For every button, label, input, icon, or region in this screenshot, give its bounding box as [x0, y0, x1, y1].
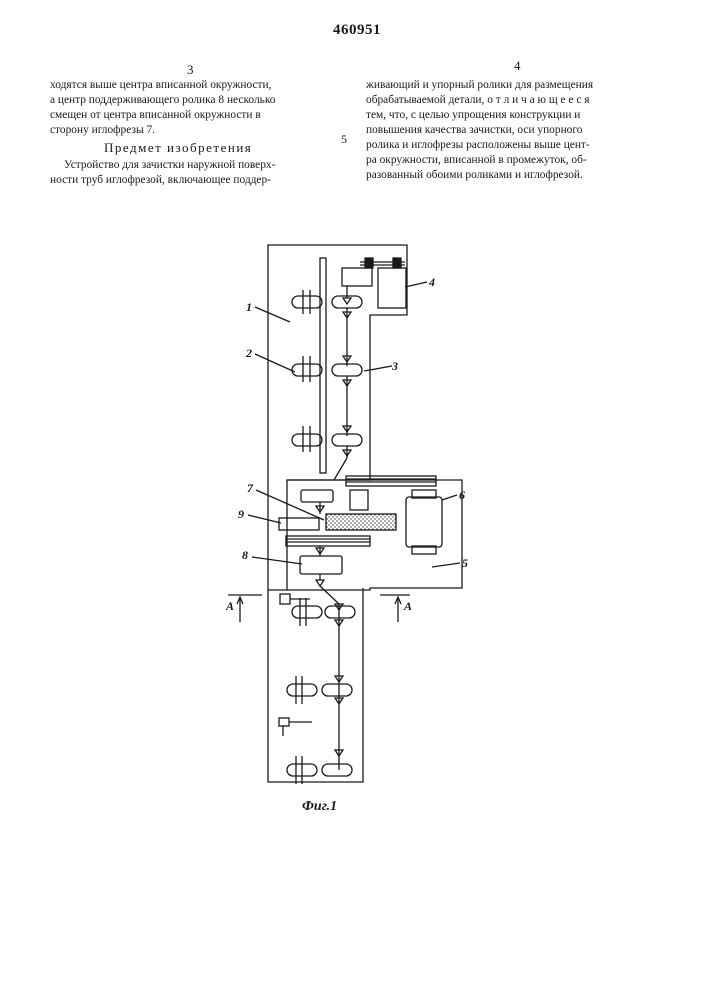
belt-top [346, 476, 436, 486]
label-1: 1 [246, 300, 252, 314]
gearbox [342, 268, 372, 286]
roller-lower-right-3 [322, 764, 352, 776]
motor-6 [406, 497, 442, 547]
belt-bottom [286, 536, 370, 546]
roller-2 [292, 364, 322, 376]
roller-upper-3 [292, 434, 322, 446]
label-9: 9 [238, 507, 244, 521]
section-label-right: A [403, 599, 412, 613]
label-5: 5 [462, 556, 468, 570]
roller-lower-right-2 [322, 684, 352, 696]
label-3: 3 [391, 359, 398, 373]
guide-rail [320, 258, 326, 473]
motor-4 [378, 268, 406, 308]
section-label-left: A [225, 599, 234, 613]
label-7: 7 [247, 481, 254, 495]
roller-lower-1 [292, 606, 322, 618]
upper-roller-carriage [301, 490, 333, 502]
support-roller-8 [300, 556, 342, 574]
frame-outline [268, 245, 407, 590]
support-9 [279, 518, 319, 530]
roller-upper-1 [292, 296, 322, 308]
needle-milling-cutter-7 [326, 514, 396, 530]
label-2: 2 [245, 346, 252, 360]
spindle-housing [350, 490, 368, 510]
figure-caption: Фиг.1 [302, 799, 337, 814]
label-4: 4 [428, 275, 435, 289]
label-6: 6 [459, 488, 465, 502]
label-8: 8 [242, 548, 248, 562]
